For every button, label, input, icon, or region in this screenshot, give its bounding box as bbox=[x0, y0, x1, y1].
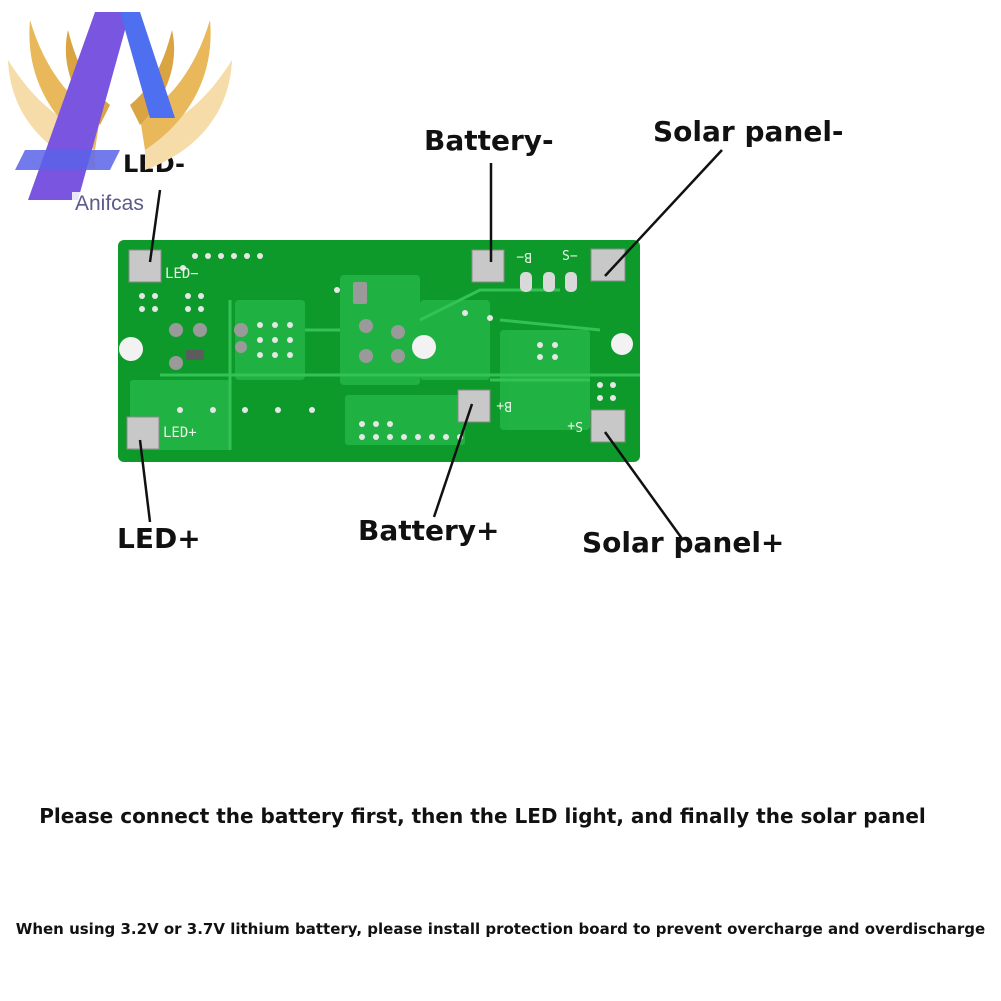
callout-battery-minus: Battery- bbox=[424, 124, 554, 157]
leader-solar-plus bbox=[603, 431, 685, 541]
trace-lines bbox=[160, 288, 640, 450]
silk-b-minus: B− bbox=[516, 249, 532, 264]
leader-battery-plus bbox=[432, 403, 474, 518]
silk-s-plus: S+ bbox=[567, 418, 583, 433]
connection-order-note: Please connect the battery first, then t… bbox=[39, 804, 926, 828]
pad-led-minus bbox=[128, 249, 162, 283]
battery-warning-note: When using 3.2V or 3.7V lithium battery,… bbox=[15, 920, 986, 938]
silk-led-minus: LED− bbox=[165, 266, 199, 282]
pad-battery-plus bbox=[457, 389, 491, 423]
leader-led-minus bbox=[148, 189, 162, 263]
pcb-board: LED− LED+ B− B+ S− S+ bbox=[118, 149, 723, 541]
callout-solar-plus: Solar panel+ bbox=[582, 526, 785, 559]
smd-components bbox=[169, 272, 577, 370]
pad-battery-minus bbox=[471, 249, 505, 283]
callout-solar-minus: Solar panel- bbox=[653, 115, 844, 148]
leader-led-plus bbox=[138, 439, 152, 523]
mounting-hole-center bbox=[412, 335, 436, 359]
silk-b-plus: B+ bbox=[496, 398, 512, 413]
brand-logo-text: Anifcas bbox=[72, 192, 147, 216]
vias bbox=[139, 253, 616, 440]
brand-logo-icon bbox=[8, 12, 232, 200]
letter-a-icon bbox=[15, 12, 175, 200]
silk-led-plus: LED+ bbox=[163, 425, 197, 441]
mounting-hole-right bbox=[611, 333, 633, 355]
mounting-hole-left bbox=[119, 337, 143, 361]
leader-solar-minus bbox=[604, 149, 723, 277]
callout-battery-plus: Battery+ bbox=[358, 514, 500, 547]
callout-led-plus: LED+ bbox=[117, 522, 201, 555]
leader-lines bbox=[138, 149, 723, 541]
pad-led-plus bbox=[126, 416, 160, 450]
silk-s-minus: S− bbox=[562, 249, 578, 264]
pad-solar-minus bbox=[590, 248, 626, 282]
